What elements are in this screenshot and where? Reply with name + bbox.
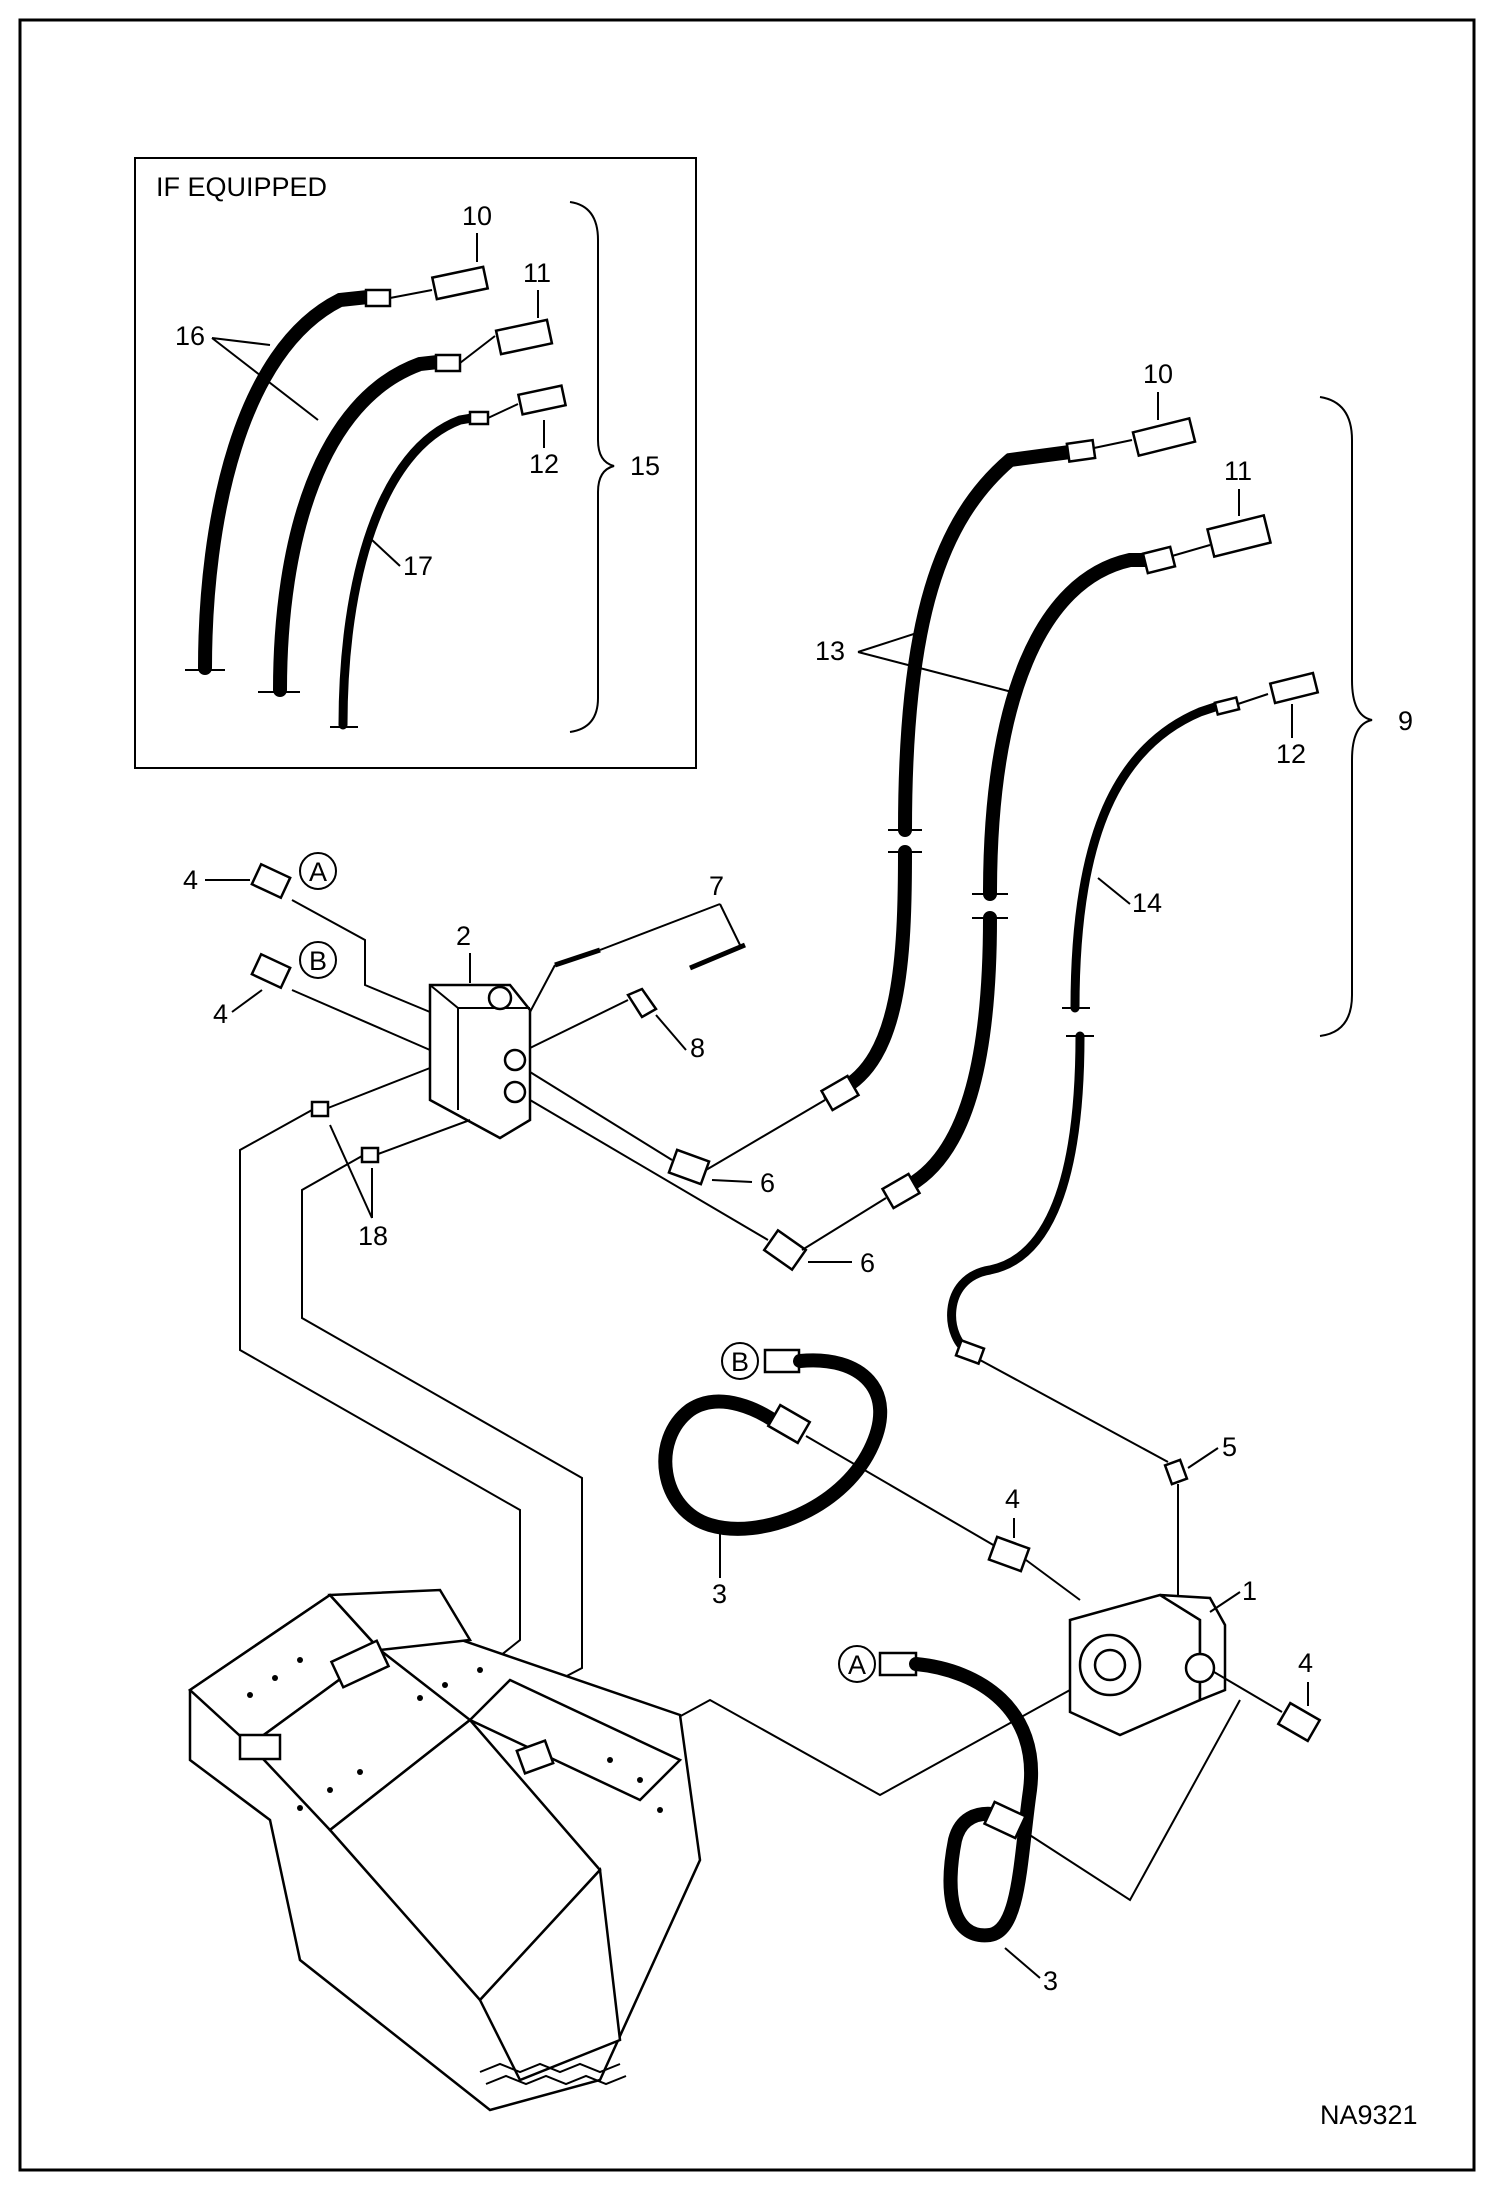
callout-6-b: 6 [860,1248,875,1278]
hose-13-upper-a [898,445,1077,837]
inset-title: IF EQUIPPED [156,172,327,202]
callout-4-d: 4 [1298,1648,1313,1678]
callout-17: 17 [403,551,433,581]
break-marks [888,829,1094,1037]
hose-end-13b-lower [880,1172,922,1210]
hose-3b-fitting [766,1403,812,1445]
hose-end-13b [1141,545,1177,575]
callout-9: 9 [1398,706,1413,736]
callout-8: 8 [690,1033,705,1063]
callout-4-c: 4 [1005,1484,1020,1514]
callout-13: 13 [815,636,845,666]
inset-hose-16a [198,290,375,675]
pump-1 [1068,1593,1227,1737]
inset-hose-end-2 [434,353,462,373]
return-line-2 [301,1155,583,1691]
callout-11: 11 [1224,456,1252,486]
elbow-6a [667,1148,711,1186]
connector-a-valve-label: A [309,857,327,887]
hose-13-lower-b [888,911,997,1199]
coupler-11 [1205,513,1273,559]
valve-2 [428,983,532,1140]
elbow-6b [762,1228,808,1272]
callout-3-a: 3 [1043,1966,1058,1996]
callout-12: 12 [1276,739,1306,769]
connector-b-hose [721,1342,759,1380]
callout-14: 14 [1132,888,1162,918]
connector-b-valve [299,941,337,979]
bolt-7a [554,947,601,968]
inset-coupler-12 [516,384,568,416]
hose-3-a [909,1657,1039,1943]
inset-hose-end-3 [468,410,490,426]
fitting-5 [1163,1458,1189,1486]
fitting-4-b [250,952,292,990]
hose-end-13a-lower [819,1074,861,1112]
hydraulic-tank-frame [187,1588,702,2112]
callout-1: 1 [1242,1576,1257,1606]
callout-10-inset: 10 [462,201,492,231]
coupler-12 [1268,671,1320,705]
hose-13-lower-a [823,845,912,1102]
hose-14-upper [1070,701,1223,1013]
hose-end-14-lower [954,1338,986,1366]
inset-hose-16b [273,355,445,697]
callout-4-a: 4 [183,865,198,895]
return-line-1 [239,1109,521,1681]
callout-10: 10 [1143,359,1173,389]
hose-3a-fitting [982,1800,1028,1840]
bracket-15 [569,201,615,733]
plug-18b [360,1146,380,1164]
inset-hose-end-1 [364,288,392,308]
callout-2: 2 [456,921,471,951]
inset-coupler-10 [430,265,490,301]
hose-end-14 [1213,696,1241,716]
bracket-9 [1319,396,1373,1037]
fitting-4-c [987,1535,1031,1573]
connector-a-hose-label: A [848,1650,866,1680]
hose-14-lower [947,1031,1085,1357]
inset-coupler-11 [494,318,554,356]
clamp-8 [626,987,658,1019]
fitting-4-d [1276,1701,1322,1743]
hose-13-upper-b [983,553,1157,901]
callout-3-b: 3 [712,1579,727,1609]
fitting-4-a [250,862,292,900]
inset-hose-17 [338,413,477,730]
connector-b-valve-label: B [309,946,327,976]
callout-12-inset: 12 [529,449,559,479]
callout-4-b: 4 [213,999,228,1029]
connector-a-hose [838,1645,876,1683]
bolt-7b [689,942,746,971]
connector-a-valve [299,852,337,890]
inset-box: IF EQUIPPED 10 11 12 16 17 15 [134,157,697,769]
callout-18: 18 [358,1221,388,1251]
callout-16: 16 [175,321,205,351]
callout-11-inset: 11 [523,258,551,288]
hose-3-b [658,1353,888,1536]
coupler-10 [1131,416,1197,458]
connector-b-hose-label: B [731,1347,749,1377]
drawing-number: NA9321 [1320,2100,1418,2130]
callout-5: 5 [1222,1432,1237,1462]
callout-15: 15 [630,451,660,481]
outer-border [18,18,1476,2172]
hose-end-13a [1065,438,1097,463]
callout-6-a: 6 [760,1168,775,1198]
plug-18a [310,1100,330,1118]
callout-7: 7 [709,871,724,901]
